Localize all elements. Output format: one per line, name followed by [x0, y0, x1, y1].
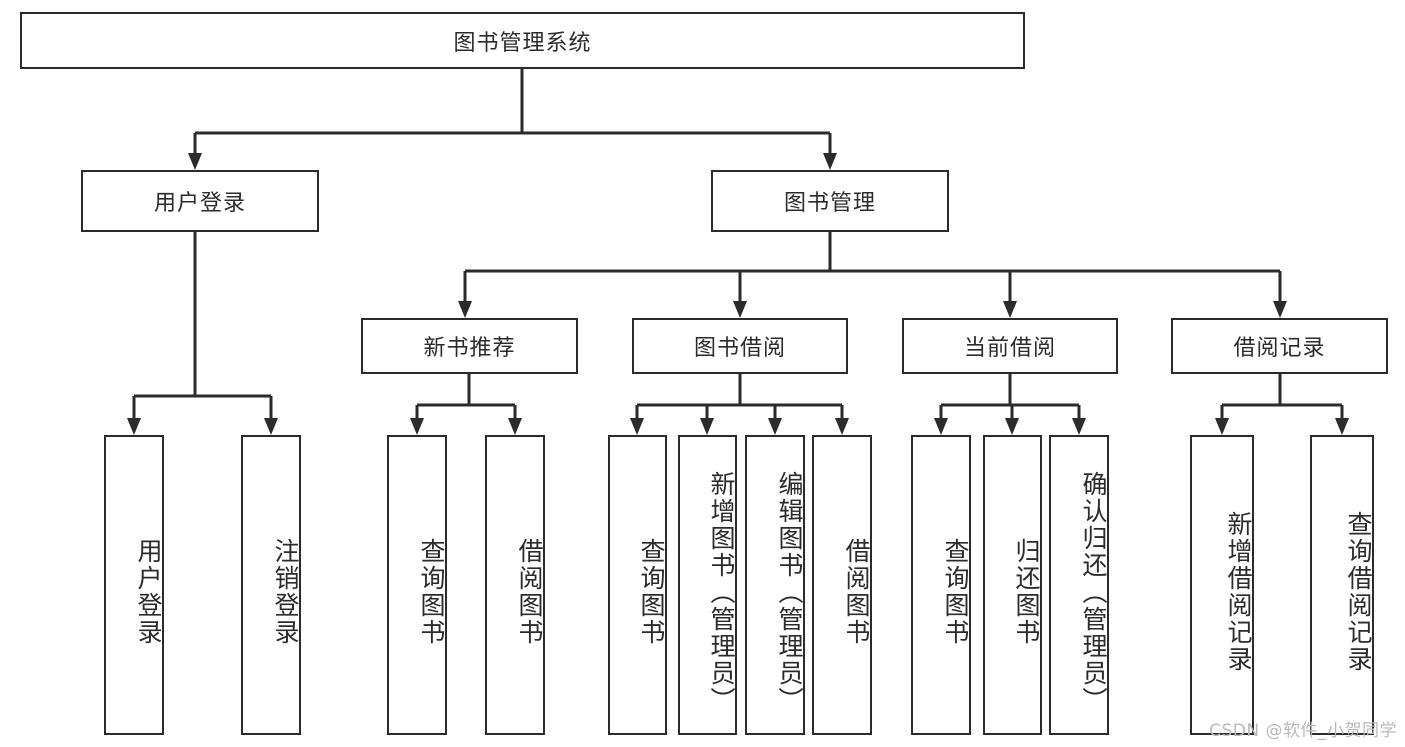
node-book-borrow[interactable]: 图书借阅 — [632, 318, 848, 374]
node-leaf-borrow-book-1[interactable]: 借阅图书 — [485, 435, 545, 735]
node-leaf-confirm-return-admin[interactable]: 确认归还（管理员） — [1049, 435, 1109, 735]
node-label: 编辑图书（管理员） — [775, 470, 804, 714]
node-leaf-query-borrow-record[interactable]: 查询借阅记录 — [1310, 435, 1374, 735]
node-leaf-query-book-1[interactable]: 查询图书 — [387, 435, 447, 735]
node-leaf-query-book-3[interactable]: 查询图书 — [911, 435, 971, 735]
node-label: 注销登录 — [271, 538, 300, 646]
node-leaf-return-book[interactable]: 归还图书 — [983, 435, 1042, 735]
node-label: 归还图书 — [1012, 538, 1041, 646]
node-leaf-add-borrow-record[interactable]: 新增借阅记录 — [1190, 435, 1254, 735]
node-label: 用户登录 — [134, 538, 163, 646]
node-leaf-borrow-book-2[interactable]: 借阅图书 — [812, 435, 872, 735]
node-label: 查询图书 — [637, 538, 666, 646]
node-label: 新增图书（管理员） — [707, 470, 736, 714]
node-label: 当前借阅 — [963, 336, 1056, 361]
node-leaf-edit-book-admin[interactable]: 编辑图书（管理员） — [745, 435, 805, 735]
node-leaf-add-book-admin[interactable]: 新增图书（管理员） — [678, 435, 737, 735]
node-book-management-system[interactable]: 图书管理系统 — [20, 12, 1025, 69]
node-borrow-record[interactable]: 借阅记录 — [1171, 318, 1388, 374]
node-label: 图书管理系统 — [453, 30, 592, 56]
node-label: 用户登录 — [153, 191, 246, 216]
node-label: 借阅记录 — [1233, 336, 1326, 361]
node-book-management[interactable]: 图书管理 — [711, 170, 949, 232]
node-label: 确认归还（管理员） — [1079, 470, 1108, 714]
node-leaf-logout-login[interactable]: 注销登录 — [241, 435, 301, 735]
node-label: 查询借阅记录 — [1344, 511, 1373, 673]
node-label: 新增借阅记录 — [1224, 511, 1253, 673]
node-label: 图书借阅 — [693, 336, 786, 361]
node-current-borrow[interactable]: 当前借阅 — [902, 318, 1118, 374]
node-label: 借阅图书 — [515, 538, 544, 646]
node-leaf-user-login[interactable]: 用户登录 — [104, 435, 164, 735]
node-leaf-query-book-2[interactable]: 查询图书 — [608, 435, 667, 735]
node-label: 查询图书 — [941, 538, 970, 646]
node-user-login[interactable]: 用户登录 — [81, 170, 319, 232]
node-new-book-recommend[interactable]: 新书推荐 — [361, 318, 578, 374]
node-label: 新书推荐 — [423, 336, 516, 361]
node-label: 借阅图书 — [842, 538, 871, 646]
node-label: 查询图书 — [417, 538, 446, 646]
node-label: 图书管理 — [783, 191, 876, 216]
